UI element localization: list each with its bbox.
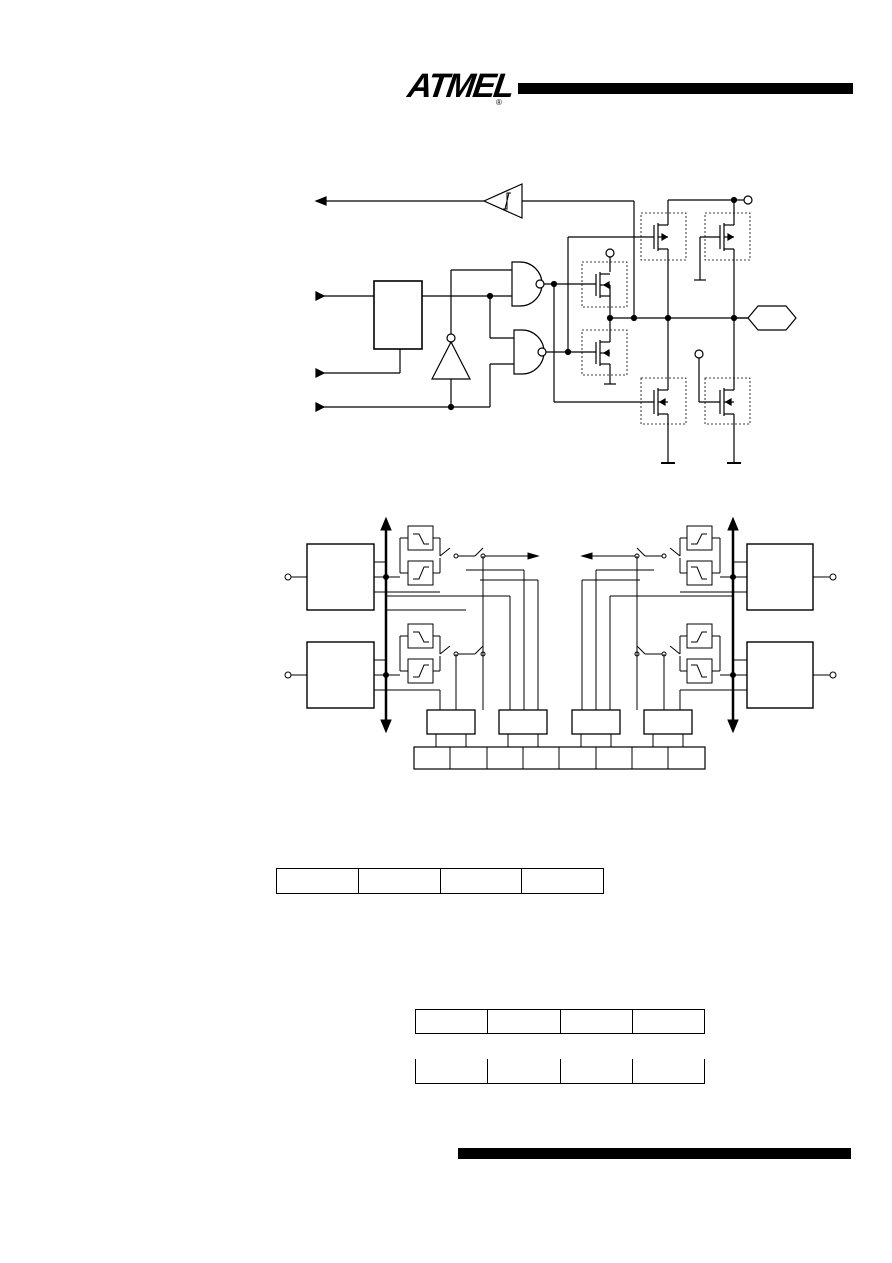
register-cell — [487, 1009, 561, 1034]
port-control-block-diagram — [284, 516, 837, 770]
register-cell — [414, 1059, 489, 1084]
register-cell — [276, 868, 359, 894]
table-row — [414, 1009, 706, 1034]
register-cell — [631, 1009, 706, 1034]
table-row — [414, 1059, 706, 1084]
table-row — [276, 868, 604, 894]
io-pin-schematic — [314, 183, 797, 464]
register-cell — [439, 868, 523, 894]
register-cell — [559, 1059, 633, 1084]
registered-mark: ® — [496, 98, 502, 107]
register-cell — [357, 868, 441, 894]
header-rule — [518, 83, 853, 94]
atmel-logo-icon: ATMEL ® — [405, 66, 515, 110]
register-table-b-bottom — [414, 1059, 706, 1084]
footer-rule — [458, 1148, 851, 1159]
register-cell — [414, 1009, 489, 1034]
register-cell — [559, 1009, 633, 1034]
register-table-a — [276, 868, 604, 894]
register-cell — [487, 1059, 561, 1084]
register-cell — [631, 1059, 706, 1084]
register-cell — [521, 868, 604, 894]
register-table-b-top — [414, 1009, 706, 1034]
